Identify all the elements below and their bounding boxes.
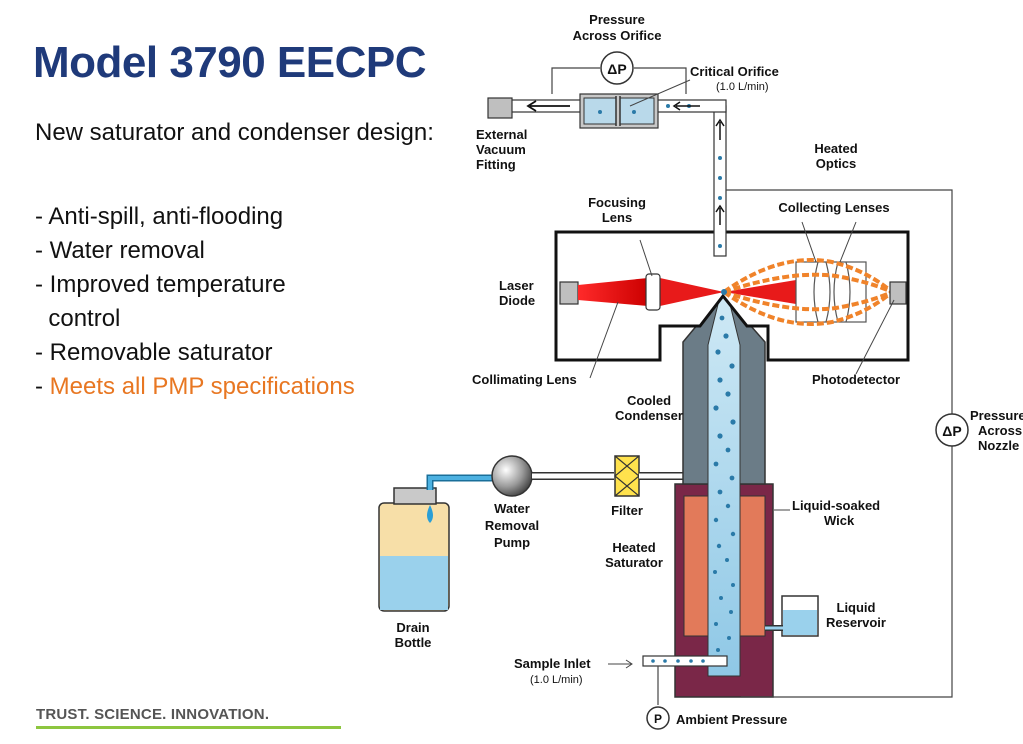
delta-p-orifice-gauge bbox=[600, 51, 634, 85]
feature-item: - Improved temperature bbox=[35, 271, 286, 298]
diagram-labels: Pressure Across Orifice Critical Orifice… bbox=[395, 12, 1023, 727]
label-filter: Filter bbox=[611, 503, 643, 518]
water-removal-pump bbox=[491, 455, 533, 497]
delta-p-nozzle-gauge bbox=[935, 413, 969, 447]
droplets bbox=[713, 315, 736, 652]
svg-text:Saturator: Saturator bbox=[605, 555, 663, 570]
label-ambient-pressure: Ambient Pressure bbox=[676, 712, 787, 727]
feature-text-highlight: Meets all PMP specifications bbox=[49, 373, 355, 400]
water-drop-icon bbox=[427, 505, 433, 523]
critical-orifice bbox=[579, 93, 659, 129]
arrow-left-icon bbox=[526, 100, 570, 112]
svg-text:Wick: Wick bbox=[824, 513, 855, 528]
label-pressure-orifice: Pressure bbox=[589, 12, 645, 27]
focusing-lens bbox=[645, 273, 661, 311]
svg-text:Bottle: Bottle bbox=[395, 635, 432, 650]
label-collimating-lens: Collimating Lens bbox=[472, 372, 577, 387]
svg-text:(1.0 L/min): (1.0 L/min) bbox=[716, 81, 769, 93]
feature-text: Improved temperature bbox=[49, 271, 286, 298]
label-liquid-wick: Liquid-soaked bbox=[792, 498, 880, 513]
intro-text: New saturator and condenser design: bbox=[35, 119, 434, 146]
label-focusing-lens: Focusing bbox=[588, 195, 646, 210]
label-critical-orifice: Critical Orifice bbox=[690, 64, 779, 79]
feature-text: Anti-spill, anti-flooding bbox=[48, 203, 284, 230]
laser-beam bbox=[578, 278, 648, 306]
svg-text:Removal: Removal bbox=[485, 518, 539, 533]
label-laser-diode: Laser bbox=[499, 278, 534, 293]
label-pressure-nozzle: Pressure bbox=[970, 408, 1023, 423]
label-water-removal-pump: Water bbox=[494, 501, 530, 516]
feature-item: - Meets all PMP specifications bbox=[35, 373, 355, 400]
svg-text:ΔP: ΔP bbox=[942, 423, 961, 439]
filter bbox=[614, 455, 640, 497]
label-cooled-condenser: Cooled bbox=[627, 393, 671, 408]
feature-item: - Removable saturator bbox=[35, 339, 273, 366]
svg-text:Nozzle: Nozzle bbox=[978, 438, 1019, 453]
feature-text: control bbox=[48, 305, 121, 332]
label-heated-optics: Heated bbox=[814, 141, 857, 156]
feature-item: control bbox=[35, 302, 455, 336]
svg-text:Optics: Optics bbox=[816, 156, 856, 171]
label-photodetector: Photodetector bbox=[812, 372, 900, 387]
label-collecting-lenses: Collecting Lenses bbox=[778, 200, 889, 215]
svg-text:(1.0 L/min): (1.0 L/min) bbox=[530, 674, 583, 686]
drain-bottle bbox=[378, 487, 450, 612]
footer-line bbox=[36, 726, 341, 729]
feature-item: - Anti-spill, anti-flooding bbox=[35, 203, 284, 230]
external-vacuum-fitting bbox=[487, 97, 513, 119]
svg-text:Across: Across bbox=[978, 423, 1022, 438]
svg-text:Fitting: Fitting bbox=[476, 157, 516, 172]
label-heated-saturator: Heated bbox=[612, 540, 655, 555]
slide-title: Model 3790 EECPC bbox=[33, 38, 427, 87]
footer-tagline: TRUST. SCIENCE. INNOVATION. bbox=[36, 706, 270, 723]
svg-text:ΔP: ΔP bbox=[607, 61, 626, 77]
photodetector bbox=[889, 281, 907, 305]
scattered-light bbox=[722, 258, 894, 326]
svg-text:Lens: Lens bbox=[602, 210, 632, 225]
feature-text: Water removal bbox=[49, 237, 205, 264]
svg-text:Diode: Diode bbox=[499, 293, 535, 308]
label-drain-bottle: Drain bbox=[396, 620, 429, 635]
arrow-up-icon bbox=[715, 118, 725, 140]
laser-diode bbox=[559, 281, 579, 305]
collecting-lenses bbox=[795, 261, 867, 323]
label-external-vacuum: External bbox=[476, 127, 527, 142]
svg-text:Reservoir: Reservoir bbox=[826, 615, 886, 630]
arrow-left-icon bbox=[672, 101, 700, 111]
svg-text:Pump: Pump bbox=[494, 535, 530, 550]
liquid-reservoir bbox=[765, 595, 819, 637]
label-liquid-reservoir: Liquid bbox=[837, 600, 876, 615]
ambient-pressure-gauge bbox=[646, 706, 670, 730]
sample-inlet-tube bbox=[642, 655, 728, 667]
arrow-up-icon bbox=[715, 204, 725, 225]
feature-list: - Anti-spill, anti-flooding - Water remo… bbox=[35, 200, 455, 404]
feature-text: Removable saturator bbox=[49, 339, 273, 366]
label-sample-inlet: Sample Inlet bbox=[514, 656, 591, 671]
svg-text:P: P bbox=[654, 712, 662, 726]
svg-text:Across Orifice: Across Orifice bbox=[573, 28, 662, 43]
svg-text:Vacuum: Vacuum bbox=[476, 142, 526, 157]
feature-item: - Water removal bbox=[35, 237, 205, 264]
svg-text:Condenser: Condenser bbox=[615, 408, 683, 423]
